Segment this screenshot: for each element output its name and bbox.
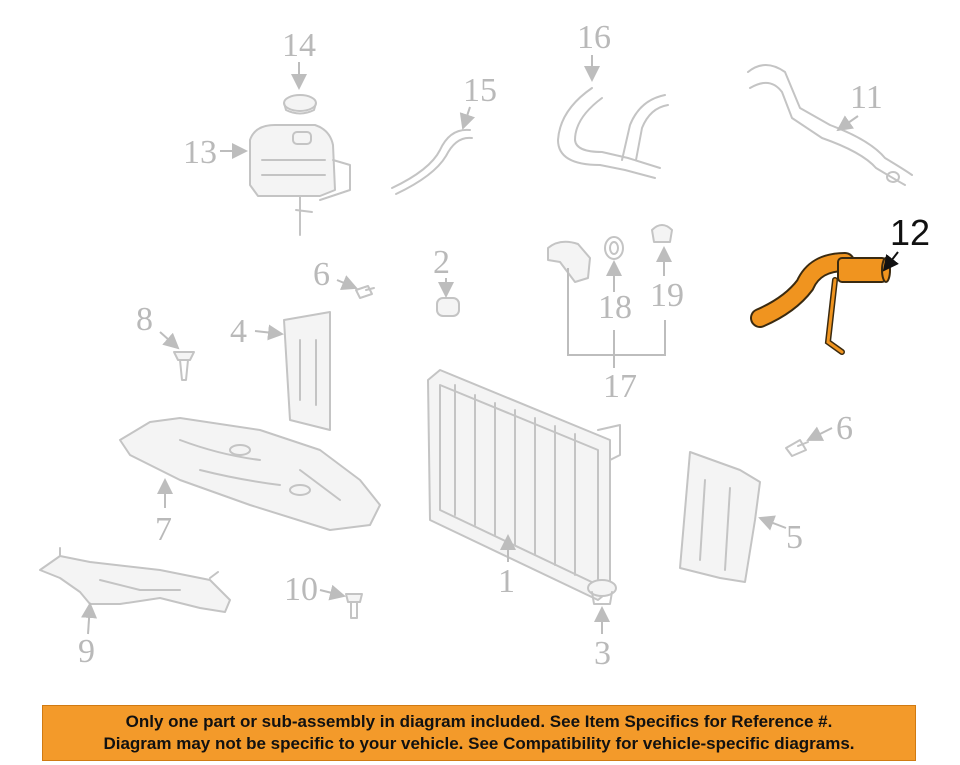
callout-16: 16	[577, 19, 611, 56]
part-6-bolt-right	[785, 439, 809, 457]
callout-19: 19	[650, 277, 684, 314]
callout-13: 13	[183, 134, 217, 171]
part-9-lower-bracket	[39, 547, 231, 613]
part-19-thermostat	[651, 224, 673, 243]
part-12-radiator-hose	[750, 252, 891, 355]
callout-14: 14	[282, 27, 316, 64]
part-1-radiator	[427, 369, 621, 601]
callout-6b: 6	[836, 410, 853, 447]
part-3-grommet	[587, 579, 617, 605]
part-10-bolt	[345, 593, 363, 619]
part-17-thermostat-housing	[547, 240, 591, 283]
part-16-hose	[557, 87, 669, 179]
part-6-bolt-top	[355, 285, 375, 299]
callout-15: 15	[463, 72, 497, 109]
part-18-gasket	[604, 236, 624, 260]
part-7-lower-deflector	[119, 417, 381, 531]
parts-diagram: 14 13 15 16 11 12	[39, 19, 930, 672]
part-11-hose	[747, 64, 913, 186]
part-13-coolant-reservoir	[249, 124, 351, 236]
callout-11: 11	[850, 79, 883, 116]
callout-1: 1	[498, 563, 515, 600]
compatibility-notice-banner: Only one part or sub-assembly in diagram…	[42, 705, 916, 761]
part-4-side-air-baffle	[283, 311, 331, 431]
callout-17: 17	[603, 368, 637, 405]
callout-9: 9	[78, 633, 95, 670]
callout-6a: 6	[313, 256, 330, 293]
part-14-cap	[283, 94, 317, 115]
callout-3: 3	[594, 635, 611, 672]
callout-8: 8	[136, 301, 153, 338]
callout-5: 5	[786, 519, 803, 556]
callout-4: 4	[230, 313, 247, 350]
notice-line-2: Diagram may not be specific to your vehi…	[103, 734, 855, 753]
part-15-hose	[391, 128, 473, 195]
callout-10: 10	[284, 571, 318, 608]
part-8-push-pin	[173, 351, 195, 381]
callout-7: 7	[155, 511, 172, 548]
part-5-side-air-baffle	[679, 451, 761, 583]
part-2-grommet	[436, 297, 460, 317]
callout-2: 2	[433, 244, 450, 281]
notice-line-1: Only one part or sub-assembly in diagram…	[125, 712, 833, 731]
callout-12: 12	[890, 212, 930, 253]
callout-18: 18	[598, 289, 632, 326]
